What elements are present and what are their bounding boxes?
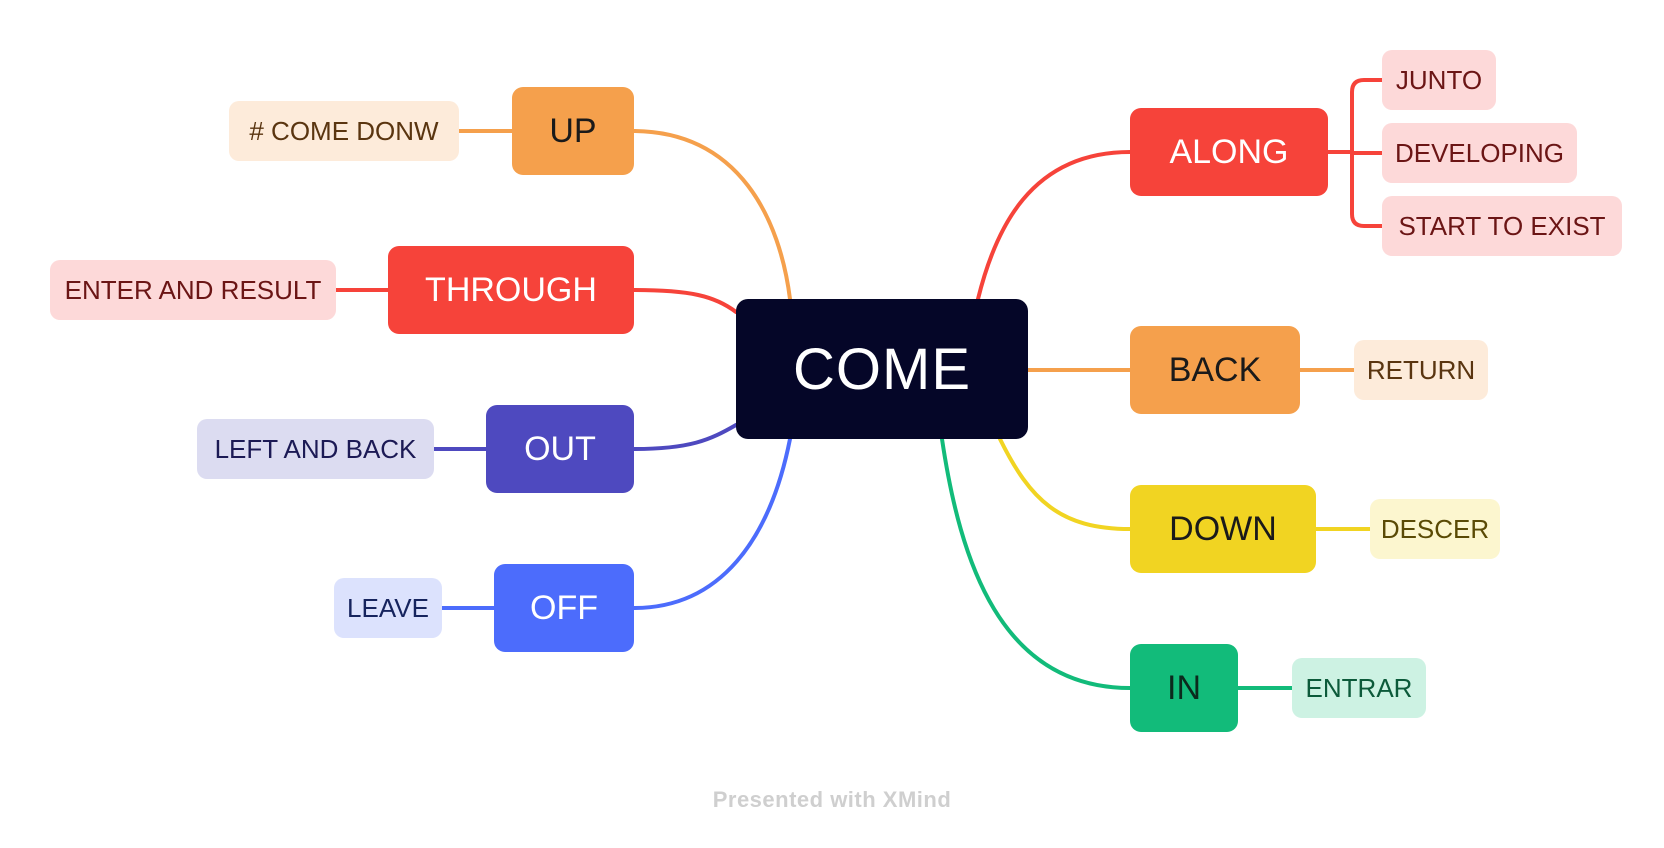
connector-central-out (632, 423, 738, 451)
subtopic-return[interactable]: RETURN (1354, 340, 1488, 400)
subtopic-descer-label: DESCER (1380, 513, 1490, 544)
topic-off[interactable]: OFF (494, 564, 634, 652)
topic-out[interactable]: OUT (486, 405, 634, 493)
subtopic-developing[interactable]: DEVELOPING (1382, 123, 1577, 183)
subtopic-developing-label: DEVELOPING (1394, 137, 1565, 168)
topic-through-label: THROUGH (425, 270, 597, 309)
topic-in-label: IN (1167, 668, 1201, 707)
subtopic-come-donw[interactable]: # COME DONW (229, 101, 459, 161)
subtopic-enter-and-result-label: ENTER AND RESULT (64, 274, 322, 305)
central-topic-label: COME (793, 336, 971, 402)
topic-back-label: BACK (1168, 350, 1262, 389)
topic-in[interactable]: IN (1130, 644, 1238, 732)
connector-central-up (632, 129, 792, 301)
topic-out-label: OUT (524, 429, 596, 468)
topic-back[interactable]: BACK (1130, 326, 1300, 414)
subtopic-descer[interactable]: DESCER (1370, 499, 1500, 559)
topic-off-label: OFF (530, 588, 598, 627)
subtopic-start-to-exist[interactable]: START TO EXIST (1382, 196, 1622, 256)
topic-along[interactable]: ALONG (1130, 108, 1328, 196)
subtopic-entrar[interactable]: ENTRAR (1292, 658, 1426, 718)
topic-through[interactable]: THROUGH (388, 246, 634, 334)
subtopic-junto[interactable]: JUNTO (1382, 50, 1496, 110)
connector-central-off (632, 437, 792, 610)
connector-central-down (998, 437, 1132, 531)
subtopic-junto-label: JUNTO (1395, 64, 1483, 95)
topic-up[interactable]: UP (512, 87, 634, 175)
subtopic-left-and-back[interactable]: LEFT AND BACK (197, 419, 434, 479)
subtopic-entrar-label: ENTRAR (1305, 672, 1413, 703)
central-topic[interactable]: COME (736, 299, 1028, 439)
presented-with-xmind-footer: Presented with XMind (712, 787, 952, 812)
topic-along-label: ALONG (1169, 132, 1289, 171)
subtopic-leave[interactable]: LEAVE (334, 578, 442, 638)
connector-central-through (632, 288, 738, 314)
subtopic-leave-label: LEAVE (347, 592, 429, 623)
topic-down[interactable]: DOWN (1130, 485, 1316, 573)
topic-down-label: DOWN (1169, 509, 1277, 548)
connector-central-along (976, 150, 1132, 301)
subtopic-return-label: RETURN (1366, 354, 1476, 385)
subtopic-start-to-exist-label: START TO EXIST (1398, 210, 1606, 241)
connector-central-in (940, 437, 1132, 690)
subtopic-come-donw-label: # COME DONW (249, 115, 439, 146)
subtopic-left-and-back-label: LEFT AND BACK (214, 433, 417, 464)
subtopic-enter-and-result[interactable]: ENTER AND RESULT (50, 260, 336, 320)
topic-up-label: UP (549, 111, 597, 150)
